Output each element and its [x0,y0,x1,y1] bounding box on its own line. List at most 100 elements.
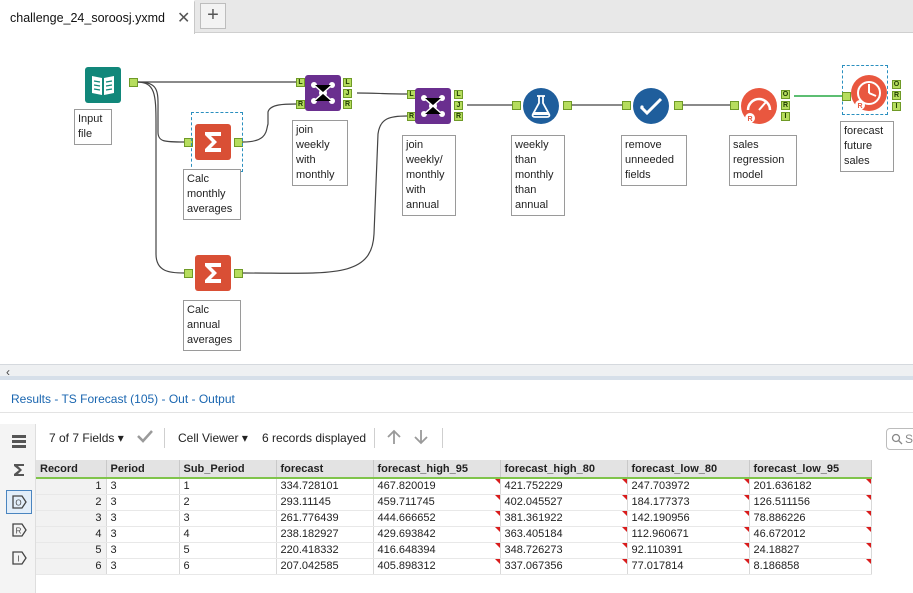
table-row[interactable]: 3 3 3 261.776439 444.666652 381.361922 1… [36,510,872,527]
table-cell[interactable]: 77.017814 [627,558,750,575]
output-anchor-o-button[interactable]: O [6,490,32,514]
table-cell[interactable]: 238.182927 [276,526,374,543]
table-cell[interactable]: 24.18827 [749,542,872,559]
table-cell[interactable]: 220.418332 [276,542,374,559]
column-header[interactable]: forecast_low_80 [627,460,750,479]
table-row[interactable]: 1 3 1 334.728101 467.820019 421.752229 2… [36,478,872,495]
table-cell[interactable]: 5 [179,542,277,559]
join1-j-output-anchor[interactable]: J [343,89,352,98]
table-cell[interactable]: 416.648394 [373,542,501,559]
table-cell[interactable]: 261.776439 [276,510,374,527]
join2-j-output-anchor[interactable]: J [454,101,463,110]
join1-left-anchor[interactable]: L [296,78,305,87]
table-cell[interactable]: 293.11145 [276,494,374,511]
input-data-tool[interactable] [82,64,124,106]
collapse-arrow-icon[interactable]: ‹ [6,365,10,379]
table-cell[interactable]: 92.110391 [627,542,750,559]
table-cell[interactable]: 337.067356 [500,558,628,575]
table-cell[interactable]: 3 [106,558,180,575]
column-header[interactable]: Period [106,460,180,479]
join-weekly-monthly-tool[interactable] [302,72,344,114]
table-cell[interactable]: 402.045527 [500,494,628,511]
table-row[interactable]: 5 3 5 220.418332 416.648394 348.726273 9… [36,542,872,559]
table-row[interactable]: 4 3 4 238.182927 429.693842 363.405184 1… [36,526,872,543]
formula-tool[interactable] [520,85,562,127]
column-header[interactable]: forecast_low_95 [749,460,872,479]
column-header[interactable]: forecast [276,460,374,479]
column-header[interactable]: forecast_high_95 [373,460,501,479]
column-header[interactable]: forecast_high_80 [500,460,628,479]
join2-l-output-anchor[interactable]: L [454,90,463,99]
regression-i-anchor[interactable]: I [781,112,790,121]
join1-r-output-anchor[interactable]: R [343,100,352,109]
calc-monthly-input-anchor[interactable] [184,138,193,147]
table-cell[interactable]: 1 [179,478,277,495]
regression-o-anchor[interactable]: O [781,90,790,99]
table-cell[interactable]: 363.405184 [500,526,628,543]
cell-viewer-dropdown[interactable]: Cell Viewer ▾ [178,431,248,445]
table-cell[interactable]: 381.361922 [500,510,628,527]
column-header[interactable]: Sub_Period [179,460,277,479]
forecast-i-anchor[interactable]: I [892,102,901,111]
table-cell[interactable]: 78.886226 [749,510,872,527]
join-weekly-monthly-annual-tool[interactable] [412,85,454,127]
table-cell[interactable]: 207.042585 [276,558,374,575]
table-cell[interactable]: 201.636182 [749,478,872,495]
forecast-input-anchor[interactable] [842,92,851,101]
table-cell[interactable]: 3 [106,526,180,543]
select-input-anchor[interactable] [622,101,631,110]
input-output-anchor[interactable] [129,78,138,87]
table-row[interactable]: 2 3 2 293.11145 459.711745 402.045527 18… [36,494,872,511]
table-cell[interactable]: 142.190956 [627,510,750,527]
calc-annual-output-anchor[interactable] [234,269,243,278]
forecast-o-anchor[interactable]: O [892,80,901,89]
search-input[interactable]: S [886,428,913,450]
fields-dropdown[interactable]: 7 of 7 Fields ▾ [49,431,124,445]
ts-forecast-tool[interactable]: R [848,72,890,114]
table-cell[interactable]: 429.693842 [373,526,501,543]
output-anchor-r-button[interactable]: R [6,518,32,542]
formula-output-anchor[interactable] [563,101,572,110]
regression-model-tool[interactable]: R [738,85,780,127]
table-cell[interactable]: 444.666652 [373,510,501,527]
regression-r-anchor[interactable]: R [781,101,790,110]
table-cell[interactable]: 348.726273 [500,542,628,559]
column-header[interactable]: Record [36,460,107,479]
workflow-canvas[interactable]: Input file Calc monthly averages Calc an… [0,34,913,364]
table-cell[interactable]: 3 [179,510,277,527]
table-cell[interactable]: 3 [106,494,180,511]
select-tool[interactable] [630,85,672,127]
apply-checkmark-button[interactable] [136,427,154,448]
join2-r-output-anchor[interactable]: R [454,112,463,121]
table-cell[interactable]: 6 [179,558,277,575]
table-cell[interactable]: 4 [179,526,277,543]
table-view-button[interactable] [6,430,32,454]
sort-down-button[interactable] [412,428,430,449]
table-cell[interactable]: 467.820019 [373,478,501,495]
table-row[interactable]: 6 3 6 207.042585 405.898312 337.067356 7… [36,558,872,575]
table-cell[interactable]: 3 [106,542,180,559]
forecast-r-anchor[interactable]: R [892,91,901,100]
table-cell[interactable]: 459.711745 [373,494,501,511]
table-cell[interactable]: 334.728101 [276,478,374,495]
new-tab-button[interactable]: + [200,3,226,29]
table-cell[interactable]: 184.177373 [627,494,750,511]
table-cell[interactable]: 3 [106,510,180,527]
select-output-anchor[interactable] [674,101,683,110]
results-table[interactable]: Record Period Sub_Period forecast foreca… [36,460,872,575]
table-cell[interactable]: 46.672012 [749,526,872,543]
calc-monthly-summarize-tool[interactable] [192,121,234,163]
table-cell[interactable]: 3 [106,478,180,495]
table-cell[interactable]: 126.511156 [749,494,872,511]
summary-view-button[interactable] [6,458,32,482]
formula-input-anchor[interactable] [512,101,521,110]
sort-up-button[interactable] [385,428,403,449]
table-cell[interactable]: 421.752229 [500,478,628,495]
table-cell[interactable]: 8.186858 [749,558,872,575]
document-tab[interactable]: challenge_24_soroosj.yxmd ✕ [0,0,195,34]
calc-annual-input-anchor[interactable] [184,269,193,278]
output-anchor-i-button[interactable]: I [6,546,32,570]
table-cell[interactable]: 405.898312 [373,558,501,575]
join1-right-anchor[interactable]: R [296,100,305,109]
regression-input-anchor[interactable] [730,101,739,110]
